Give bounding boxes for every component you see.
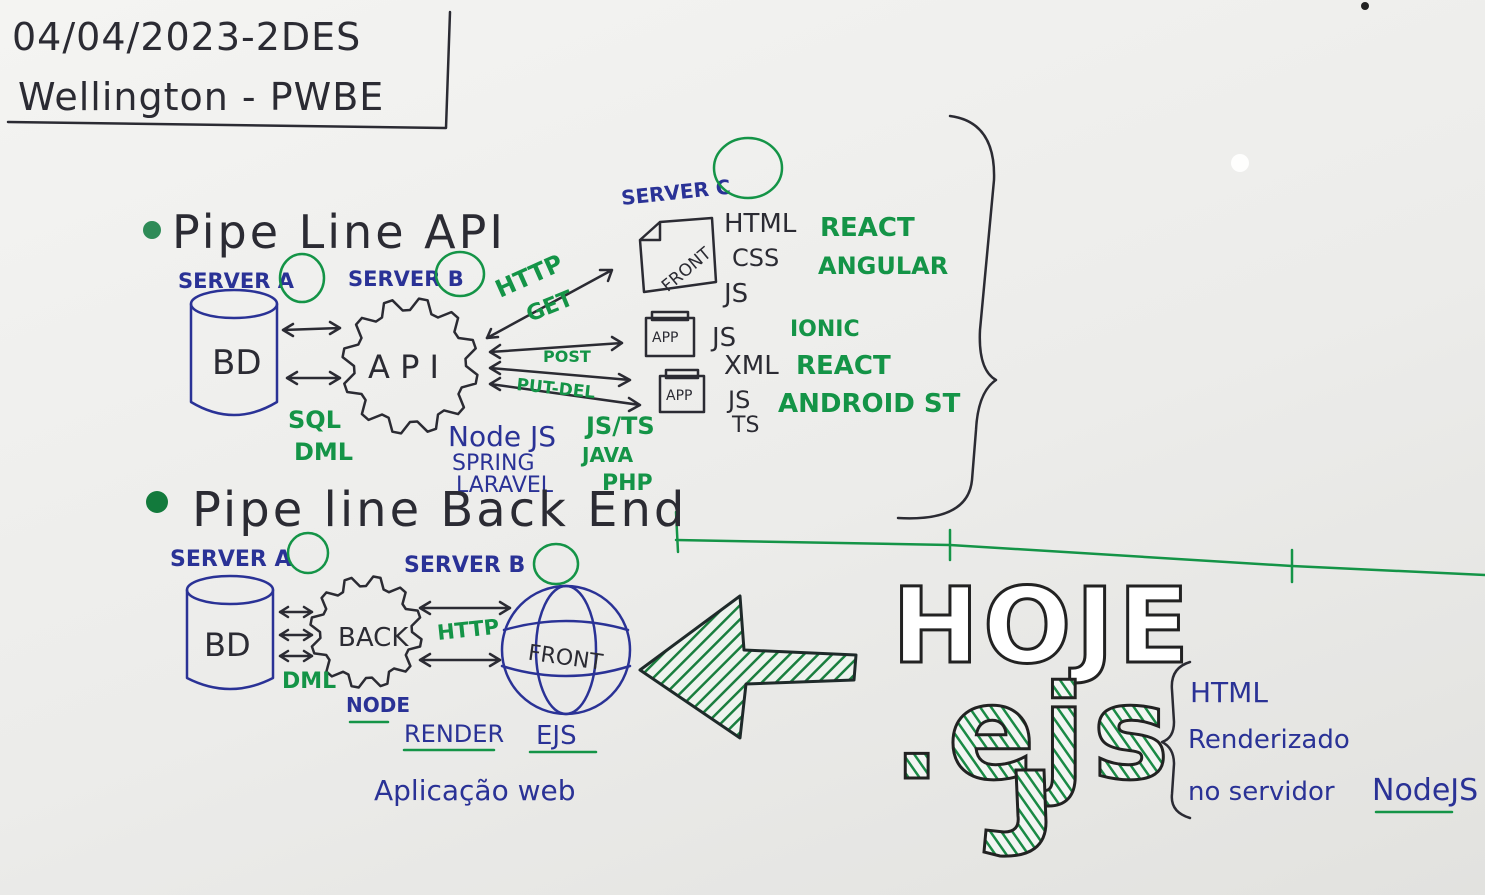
db-label-2: BD [204,626,251,664]
marker-dot [1361,2,1369,10]
caption-label: Aplicação web [374,774,576,807]
sql-label: SQL [288,406,341,434]
timeline [674,510,1485,584]
back-label: BACK [338,623,409,653]
client-fw-ionic: IONIC [790,317,860,342]
http-label-2: HTTP [436,615,500,645]
db-back-arrows [278,605,314,663]
backend-tech-1: Node JS [448,420,556,453]
header-date: 04/04/2023-2DES [12,15,361,59]
big-arrow-icon [638,594,858,740]
client-fw-react-2: REACT [796,351,891,381]
curly-brace [896,114,998,520]
db-api-arrows [281,320,342,386]
section1-title: Pipe Line API [172,205,506,259]
note-renderizado: Renderizado [1188,725,1350,755]
app-icon-2 [658,368,706,414]
server-b-label: SERVER B [348,267,464,291]
putdel-label: PUT-DEL [515,375,596,403]
node-label: NODE [346,693,410,717]
render-label: RENDER [404,720,504,748]
client-fw-react: REACT [820,213,915,243]
gear-outline [309,575,423,689]
backend-tech-3: LARAVEL [456,473,554,498]
post-label: POST [543,347,591,366]
bullet-1 [143,221,161,239]
app-label-2: APP [666,388,692,404]
server-a-circle [278,252,326,304]
server-c-circle [712,136,784,200]
backend-tech-2: SPRING [452,451,535,476]
client-tech-css: CSS [732,244,779,272]
server-c-label: SERVER C [620,175,732,210]
client-tech-js: JS [722,279,748,309]
backend-lang-1: JS/TS [584,412,655,440]
backend-lang-3: PHP [602,471,653,496]
globe-icon [500,584,632,716]
light-glare [1231,154,1249,172]
app-icon-1 [644,310,696,358]
http-arrows [485,268,642,413]
client-fw-android: ANDROID ST [778,389,961,419]
gear-outline [341,297,479,435]
dml-label-2: DML [282,669,336,694]
section-pipeline-api: Pipe Line API SERVER A SERVER B BD A P I… [143,114,998,520]
client-tech-js-3: JS [726,386,750,414]
server-b-label-2: SERVER B [404,553,525,578]
server-a-circle-2 [286,531,330,575]
note-html: HTML [1190,676,1268,709]
backend-lang-2: JAVA [580,443,634,467]
db-label: BD [212,343,262,383]
database-icon-2 [185,574,275,691]
ejs-j-tail [982,768,1048,858]
client-tech-ts: TS [731,413,759,438]
note-servidor: no servidor [1188,777,1335,807]
gear-icon-back [309,575,423,689]
document-icon [638,216,718,294]
server-b-circle-2 [532,542,580,586]
client-tech-xml: XML [724,351,779,381]
ejs-big-title: .ejs [892,657,1176,809]
client-tech-js-2: JS [710,323,736,353]
header-author: Wellington - PWBE [18,75,384,119]
api-label: A P I [368,348,439,386]
client-fw-angular: ANGULAR [818,252,948,280]
back-front-arrows [418,600,512,668]
section2-title: Pipe line Back End [192,482,687,538]
database-icon [189,288,279,417]
dml-label: DML [294,438,353,466]
server-b-circle [434,250,486,298]
header-box: 04/04/2023-2DES Wellington - PWBE [6,10,452,130]
get-label: GET [523,286,577,327]
gear-icon [341,297,479,435]
today-block: HOJE .ejs HTML Renderizado no servidor N… [891,564,1478,858]
hoje-title: HOJE [892,565,1193,687]
note-nodejs: NodeJS [1372,773,1478,808]
small-brace [1160,660,1192,820]
front-doc-label: FRONT [658,243,716,296]
section-pipeline-backend: Pipe line Back End SERVER A SERVER B BD … [146,482,687,807]
ejs-label: EJS [536,721,577,751]
server-a-label-2: SERVER A [170,547,292,572]
bullet-2 [146,491,168,513]
app-label-1: APP [652,330,678,346]
client-tech-html: HTML [724,209,797,239]
